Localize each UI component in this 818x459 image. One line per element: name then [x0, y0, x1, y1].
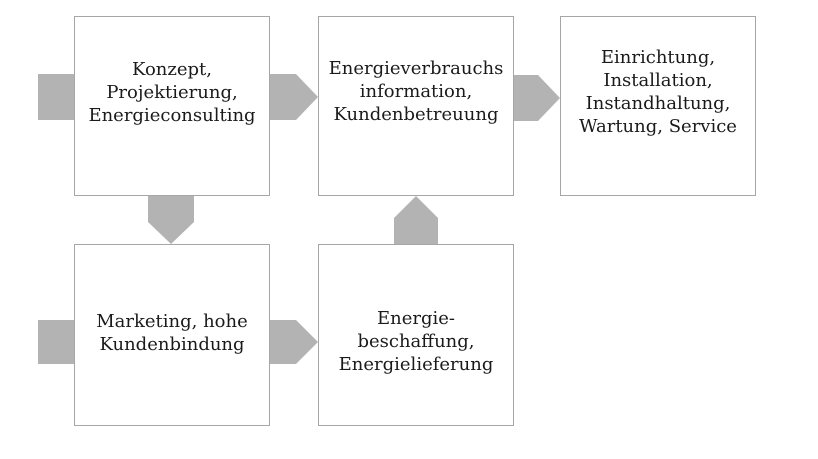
box-marketing-label: Marketing, hohe Kundenbindung	[96, 311, 248, 355]
arrow-beschaffung-to-energieinfo	[394, 196, 438, 244]
box-energieverbrauchsinformation-label: Energieverbrauchs information, Kundenbet…	[328, 57, 504, 125]
box-marketing: Marketing, hohe Kundenbindung	[74, 244, 270, 426]
box-einrichtung-label: Einrichtung, Installation, Instandhaltun…	[579, 47, 737, 137]
arrow-entry-konzept	[38, 74, 74, 120]
box-einrichtung: Einrichtung, Installation, Instandhaltun…	[560, 16, 756, 196]
arrow-energieinfo-to-einrichtung	[514, 75, 560, 121]
box-energiebeschaffung: Energie- beschaffung, Energielieferung	[318, 244, 514, 426]
box-konzept-label: Konzept, Projektierung, Energieconsultin…	[88, 58, 256, 126]
arrow-konzept-to-energieinfo	[270, 74, 318, 120]
arrow-marketing-to-beschaffung	[270, 320, 318, 364]
arrow-entry-marketing	[38, 320, 74, 364]
box-konzept: Konzept, Projektierung, Energieconsultin…	[74, 16, 270, 196]
arrow-konzept-to-marketing	[148, 196, 194, 244]
box-energiebeschaffung-label: Energie- beschaffung, Energielieferung	[338, 307, 494, 375]
box-energieverbrauchsinformation: Energieverbrauchs information, Kundenbet…	[318, 16, 514, 196]
